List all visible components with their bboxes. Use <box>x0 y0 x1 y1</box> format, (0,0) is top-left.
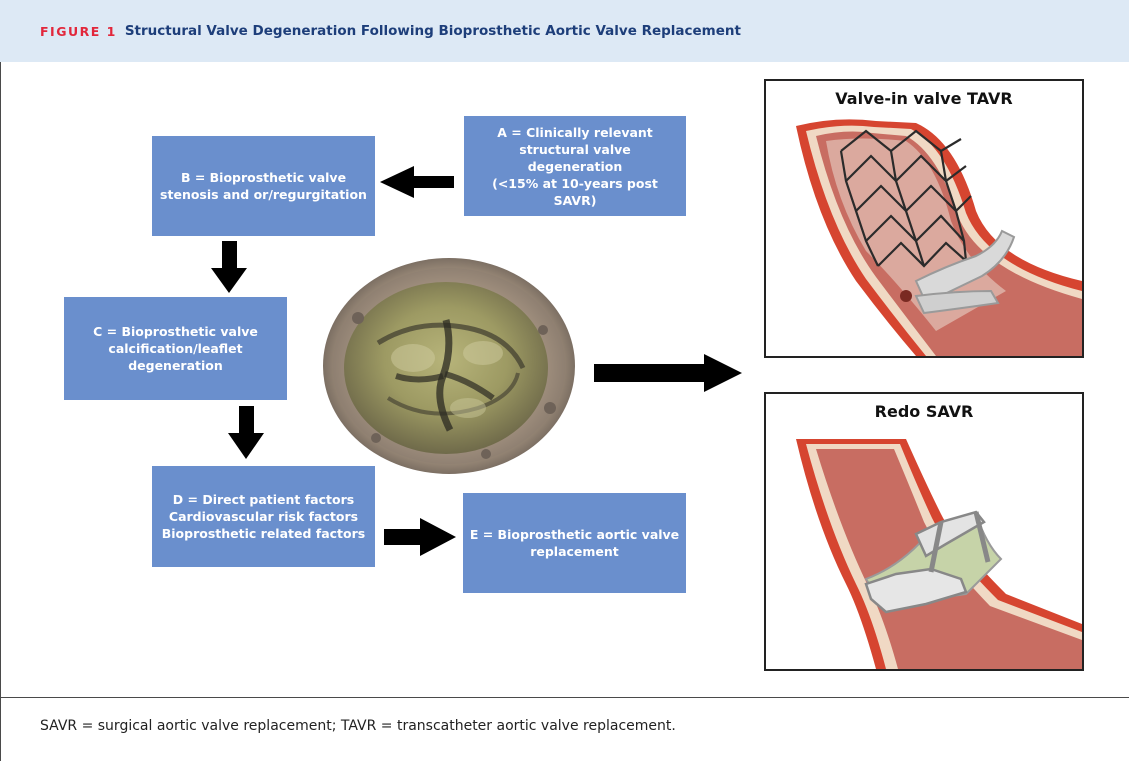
box-d-label: D = Direct patient factors Cardiovascula… <box>162 491 365 542</box>
box-a-label: A = Clinically relevant structural valve… <box>470 124 680 209</box>
panel-tavr-title: Valve-in valve TAVR <box>766 89 1082 108</box>
panel-valve-in-valve-tavr: Valve-in valve TAVR <box>764 79 1084 358</box>
panel-redo-title: Redo SAVR <box>766 402 1082 421</box>
figure-caption: SAVR = surgical aortic valve replacement… <box>40 718 676 734</box>
box-c-calcification: C = Bioprosthetic valve calcification/le… <box>64 297 287 400</box>
box-a-clinically-relevant-svd: A = Clinically relevant structural valve… <box>464 116 686 216</box>
caption-rule <box>0 698 1 761</box>
arrow-to-treatments <box>594 354 742 392</box>
valve-in-valve-illustration <box>766 81 1082 356</box>
redo-savr-illustration <box>766 394 1082 669</box>
arrow-d-to-e <box>384 518 456 556</box>
box-d-risk-factors: D = Direct patient factors Cardiovascula… <box>152 466 375 567</box>
box-e-valve-replacement: E = Bioprosthetic aortic valve replaceme… <box>463 493 686 593</box>
panel-redo-savr: Redo SAVR <box>764 392 1084 671</box>
box-b-stenosis-regurgitation: B = Bioprosthetic valve stenosis and or/… <box>152 136 375 236</box>
arrow-a-to-b <box>380 166 454 198</box>
box-e-label: E = Bioprosthetic aortic valve replaceme… <box>470 526 679 560</box>
arrow-b-to-c <box>211 241 247 293</box>
degenerated-valve-illustration <box>318 248 580 480</box>
box-b-label: B = Bioprosthetic valve stenosis and or/… <box>160 169 367 203</box>
box-c-label: C = Bioprosthetic valve calcification/le… <box>93 323 258 374</box>
arrow-c-to-d <box>228 406 264 459</box>
